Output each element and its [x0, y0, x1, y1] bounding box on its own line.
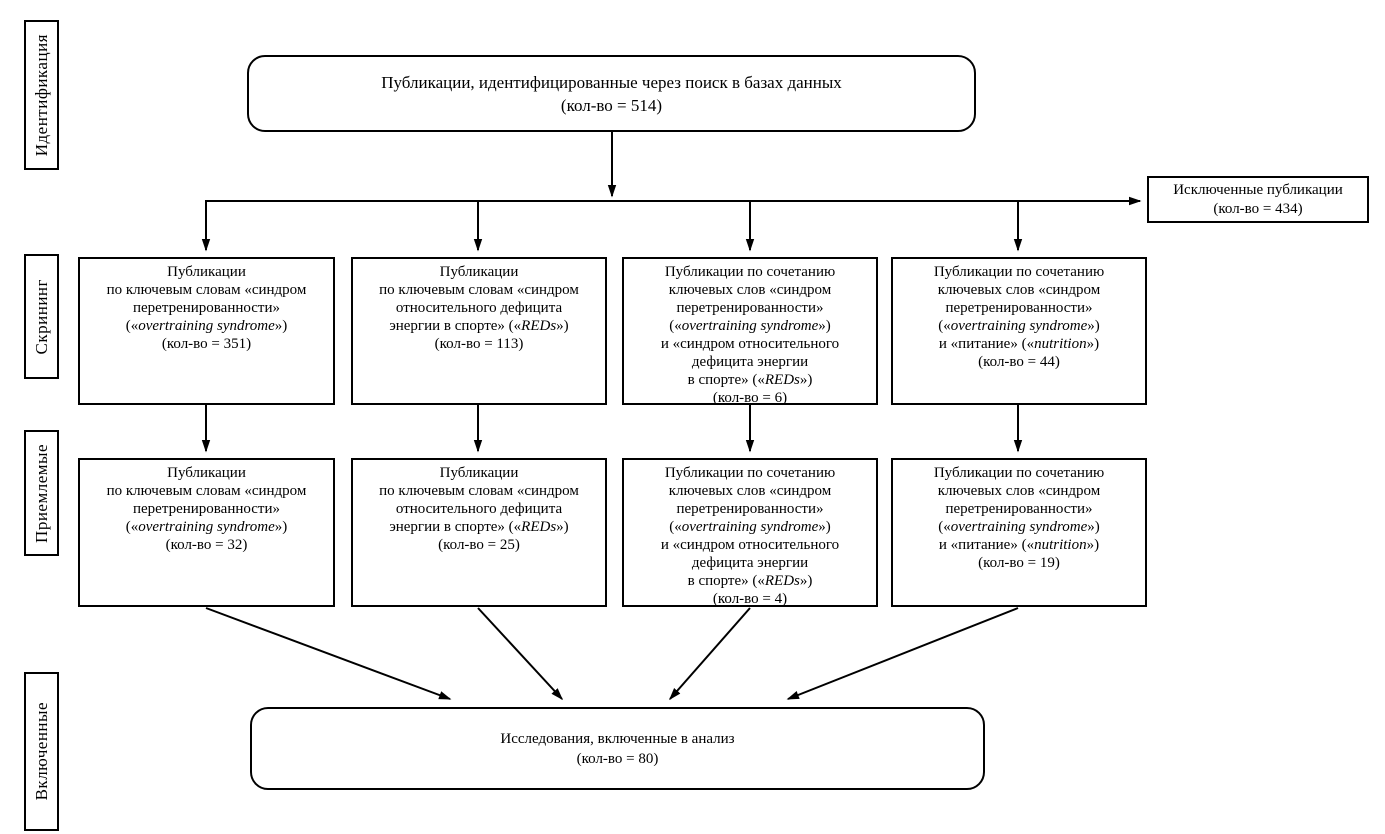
- arrow-eligibility4-to-included: [786, 607, 1019, 700]
- stage-label-screening: Скрининг: [24, 254, 59, 379]
- arrow-eligibility2-to-included: [477, 607, 564, 701]
- arrow-eligibility3-to-included: [669, 607, 751, 701]
- stage-label-eligibility-text: Приемлемые: [31, 443, 51, 543]
- stage-label-eligibility: Приемлемые: [24, 430, 59, 556]
- identified-publications-box: Публикации, идентифицированные через пои…: [247, 55, 976, 132]
- included-studies-box: Исследования, включенные в анализ(кол-во…: [250, 707, 985, 790]
- stage-label-included-text: Включенные: [31, 702, 51, 801]
- stage-label-included: Включенные: [24, 672, 59, 831]
- stage-label-screening-text: Скрининг: [31, 278, 51, 355]
- arrow-eligibility1-to-included: [205, 607, 452, 700]
- excluded-publications-box: Исключенные публикации(кол-во = 434): [1147, 176, 1369, 223]
- stage-label-identification: Идентификация: [24, 20, 59, 170]
- stage-label-identification-text: Идентификация: [31, 33, 51, 157]
